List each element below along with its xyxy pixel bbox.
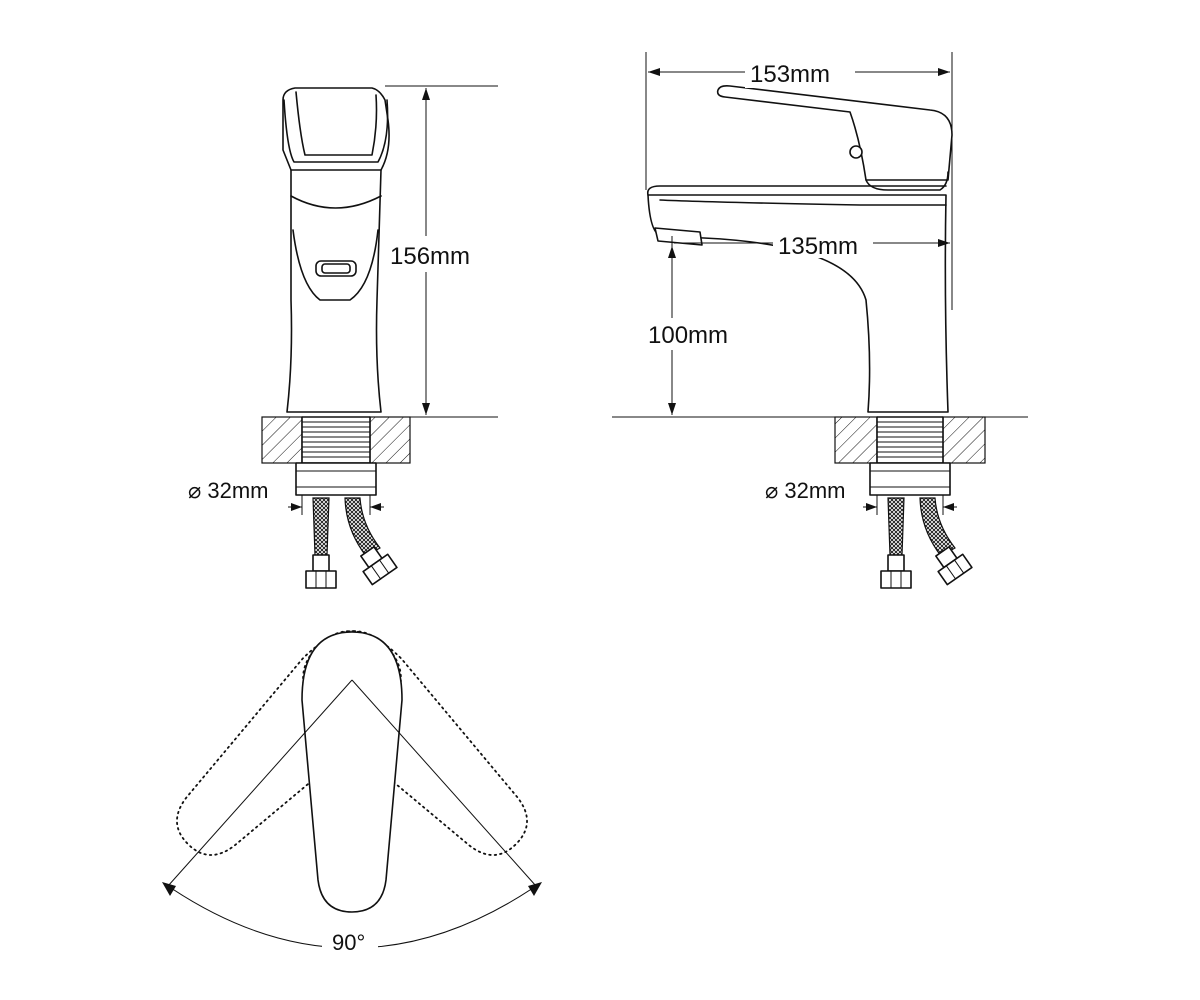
side-fitting-left-sleeve: [887, 554, 905, 572]
top-angle-line-left: [167, 679, 353, 887]
front-hose-right: [344, 497, 381, 557]
front-height-label: 156mm: [390, 243, 470, 270]
front-shank-threads: [302, 421, 370, 458]
front-spout-body: [292, 229, 379, 301]
side-threaded-shank: [876, 416, 944, 464]
side-fitting-left-nut: [880, 570, 912, 589]
side-shank-threads: [877, 421, 943, 458]
top-rotation-label: 90°: [332, 930, 365, 955]
front-hose-left: [312, 497, 330, 556]
side-handle-base: [865, 171, 949, 191]
front-counter-section-right: [369, 416, 411, 464]
front-handle-face: [295, 91, 378, 156]
front-view: 156mm ⌀ 32mm: [188, 85, 498, 589]
side-fitting-right: [935, 546, 973, 586]
side-handle-lever: [716, 85, 953, 181]
front-diameter-label: ⌀ 32mm: [188, 478, 268, 503]
side-handle-screw: [849, 145, 863, 159]
top-angle-line-right: [351, 679, 537, 887]
front-fitting-left-sleeve: [312, 554, 330, 572]
front-mounting-nut: [295, 462, 377, 496]
side-spout-top: [646, 185, 947, 196]
side-hose-left: [887, 497, 905, 556]
side-faucet-body: [647, 194, 949, 413]
side-diameter-label: ⌀ 32mm: [765, 478, 845, 503]
top-handle-center: [301, 631, 403, 913]
front-aerator-inner: [321, 263, 351, 274]
side-counter-section-left: [834, 416, 878, 464]
side-counter-section-right: [942, 416, 986, 464]
front-fitting-left-nut: [305, 570, 337, 589]
front-spout-neck: [290, 195, 382, 209]
front-counter-section-left: [261, 416, 303, 464]
side-length-label: 153mm: [750, 61, 830, 88]
side-spout-height-label: 100mm: [648, 322, 728, 349]
side-aerator: [654, 227, 703, 246]
side-reach-label: 135mm: [778, 233, 858, 260]
side-spout-underline: [659, 199, 947, 206]
side-view: 153mm 135mm 100mm ⌀ 32mm: [612, 52, 1028, 589]
front-fitting-right: [360, 546, 398, 586]
front-handle-cap: [283, 99, 389, 163]
side-hose-right: [919, 497, 956, 557]
front-threaded-shank: [301, 416, 371, 464]
front-faucet-body: [282, 87, 390, 413]
front-aerator-outlet: [315, 260, 357, 277]
top-view: 90°: [162, 630, 542, 956]
side-mounting-nut: [869, 462, 951, 496]
